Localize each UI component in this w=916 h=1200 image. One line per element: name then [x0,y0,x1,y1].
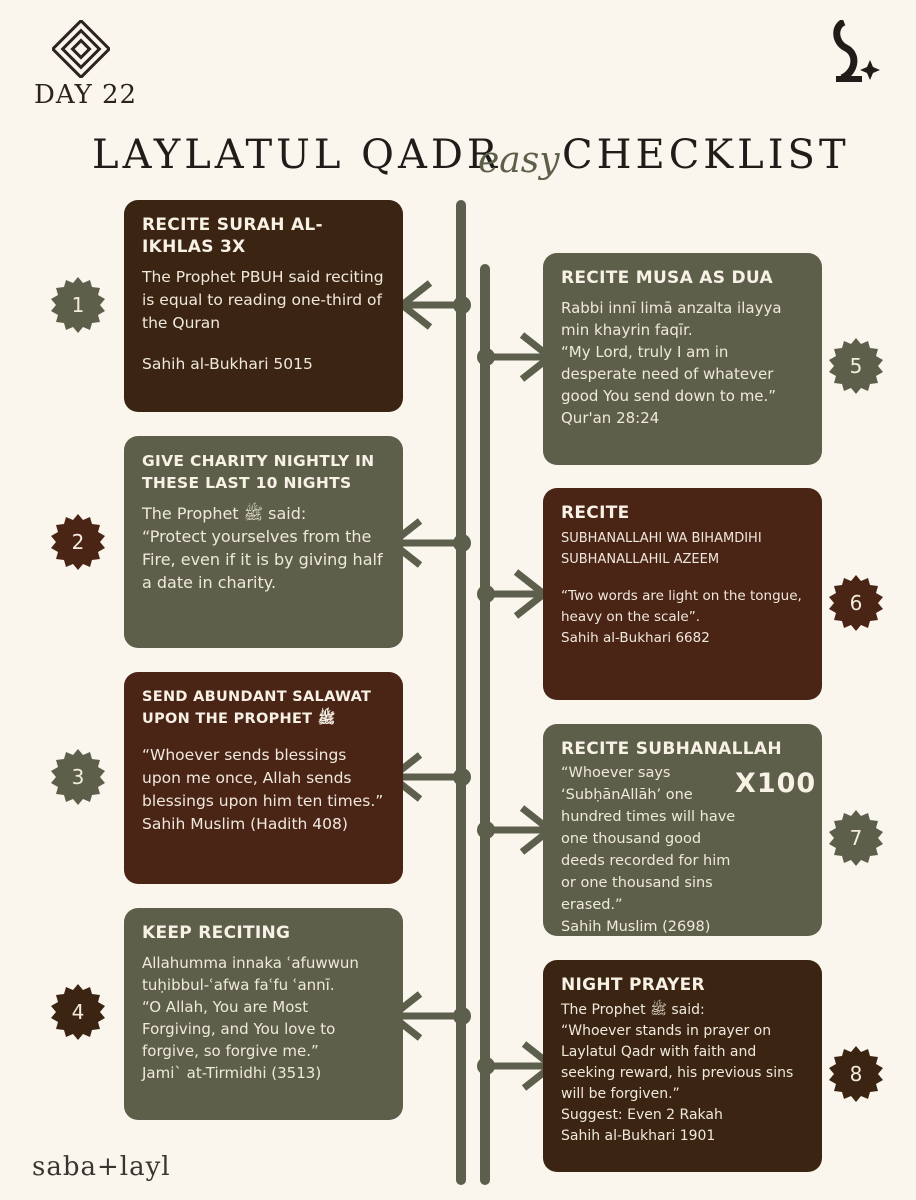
timeline-line-left [456,200,466,1185]
badge-number: 4 [71,1000,85,1024]
card-title: RECITE [561,503,630,523]
scalloped-badge-icon [829,810,883,866]
card-body: The Prophet ﷺ said: “Protect yourselves … [142,504,383,592]
card-body: “Two words are light on the tongue, heav… [561,588,802,625]
card-body: The Prophet PBUH said reciting is equal … [142,268,384,332]
badge-7: 7 [826,808,886,868]
scalloped-badge-icon [51,749,105,805]
card-2: GIVE CHARITY NIGHTLY IN THESE LAST 10 NI… [124,436,403,648]
card-8: NIGHT PRAYER The Prophet ﷺ said: “Whoeve… [543,960,822,1172]
card-body: Allahumma innaka ʿafuwwun tuḥibbul-ʿafwa… [142,954,359,1060]
card-3: SEND ABUNDANT SALAWAT UPON THE PROPHET ﷺ… [124,672,403,884]
badge-6: 6 [826,573,886,633]
badge-number: 7 [849,826,863,850]
card-body: The Prophet ﷺ said: “Whoever stands in p… [561,1002,794,1102]
badge-number: 1 [71,293,85,317]
kufic-logo-icon [50,18,112,80]
scalloped-badge-icon [829,575,883,631]
scalloped-badge-icon [829,338,883,394]
card-title: GIVE CHARITY NIGHTLY IN THESE LAST 10 NI… [142,452,375,492]
card-title: RECITE SUBHANALLAH [561,739,782,759]
card-title: KEEP RECITING [142,923,291,943]
card-source: Jami` at-Tirmidhi (3513) [142,1064,322,1082]
scalloped-badge-icon [51,514,105,570]
badge-number: 8 [849,1062,863,1086]
badge-number: 2 [71,530,85,554]
card-6: RECITE SUBHANALLAHI WA BIHAMDIHI SUBHANA… [543,488,822,700]
card-body: Rabbi innī limā anzalta ilayya min khayr… [561,299,782,405]
badge-2: 2 [48,512,108,572]
title-right: CHECKLIST [562,132,850,178]
card-source: Sahih Muslim (Hadith 408) [142,815,348,833]
badge-8: 8 [826,1044,886,1104]
card-title: RECITE MUSA AS DUA [561,268,773,288]
badge-4: 4 [48,982,108,1042]
card-source: Sahih al-Bukhari 1901 [561,1128,716,1144]
card-5: RECITE MUSA AS DUA Rabbi innī limā anzal… [543,253,822,465]
badge-number: 3 [71,765,85,789]
scalloped-badge-icon [51,984,105,1040]
day-label: DAY 22 [34,80,138,110]
card-source: Sahih Muslim (2698) [561,919,711,935]
badge-number: 6 [849,591,863,615]
card-title: SEND ABUNDANT SALAWAT UPON THE PROPHET ﷺ [142,689,372,727]
scalloped-badge-icon [829,1046,883,1102]
brand-monogram-icon [830,18,880,84]
badge-1: 1 [48,275,108,335]
badge-3: 3 [48,747,108,807]
card-1: RECITE SURAH AL-IKHLAS 3X The Prophet PB… [124,200,403,412]
scalloped-badge-icon [51,277,105,333]
card-7: RECITE SUBHANALLAH X100 “Whoever says ‘S… [543,724,822,936]
card-source: Qur'an 28:24 [561,409,660,427]
footer-brand: saba+layl [32,1152,171,1182]
count-x100: X100 [735,768,817,799]
badge-5: 5 [826,336,886,396]
title-easy: easy [478,140,560,181]
title-left: LAYLATUL QADR [92,132,502,178]
timeline-line-right [480,264,490,1185]
card-body: “Whoever sends blessings upon me once, A… [142,746,384,810]
card-extra: Suggest: Even 2 Rakah [561,1107,723,1123]
badge-number: 5 [849,354,863,378]
card-arabic: SUBHANALLAHI WA BIHAMDIHI SUBHANALLAHIL … [561,531,762,567]
card-body: “Whoever says ‘SubḥānAllāh’ one hundred … [561,765,736,913]
card-title: NIGHT PRAYER [561,975,705,995]
card-source: Sahih al-Bukhari 5015 [142,355,313,373]
card-source: Sahih al-Bukhari 6682 [561,630,710,646]
card-title: RECITE SURAH AL-IKHLAS 3X [142,215,323,257]
card-4: KEEP RECITING Allahumma innaka ʿafuwwun … [124,908,403,1120]
